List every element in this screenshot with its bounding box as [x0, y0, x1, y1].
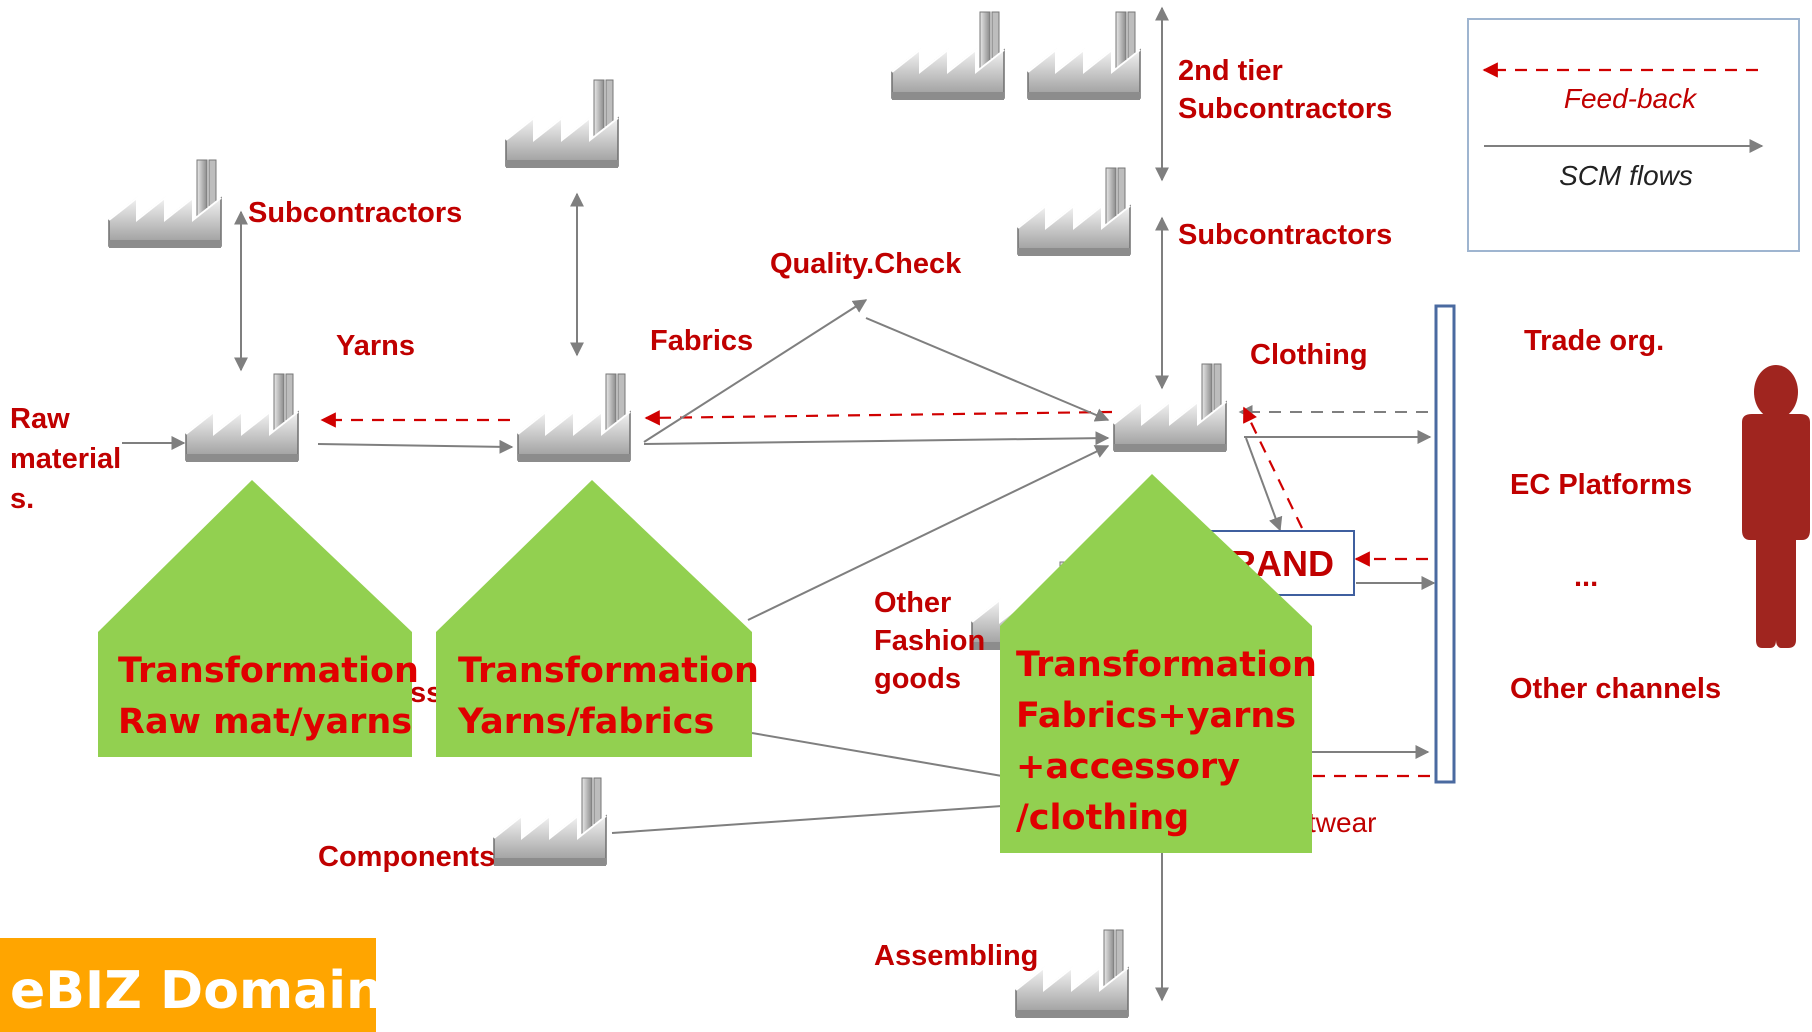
quality-check-label: Quality.Check [770, 248, 962, 280]
svg-text:Transformation Yarns/fab: Transformation Yarns/fabrics [457, 651, 771, 742]
assembling-label: Assembling [874, 940, 1038, 972]
legend: Feed-back SCM flows [1467, 18, 1800, 252]
transformation-house-2: Transformation Yarns/fabrics [436, 480, 771, 757]
factory-icon-subcontractors-right [1017, 167, 1131, 257]
legend-feedback-label: Feed-back [1564, 83, 1698, 114]
factory-icon-components [493, 777, 607, 867]
transformation-house-1: Transformation Raw mat/yarns [98, 480, 431, 757]
footwear-partial-label: twear [1308, 807, 1376, 838]
factory-icon-raw-material [185, 373, 299, 463]
trade-org-label: Trade org. [1524, 325, 1664, 357]
legend-box [1467, 18, 1800, 252]
svg-text:Transformation Raw mat/y: Transformation Raw mat/yarns [118, 651, 431, 742]
channel-bar [1434, 304, 1456, 784]
ellipsis-label: ... [1574, 561, 1598, 593]
factory-icon-subcontractors-mid [505, 79, 619, 169]
factory-icon-clothing [1113, 363, 1227, 453]
factory-icon-yarns [517, 373, 631, 463]
other-channels-label: Other channels [1510, 673, 1721, 705]
raw-material-label: Raw material s. [10, 403, 129, 515]
factory-icon-subcontractors-left [108, 159, 222, 249]
flow-lines [122, 6, 1436, 1002]
clothing-label: Clothing [1250, 339, 1368, 371]
domain-badge-label: eBIZ Domain [10, 961, 383, 1021]
fabrics-label: Fabrics [650, 325, 753, 357]
transformation-house-3: Transformation Fabrics+yarns +accessory … [1000, 474, 1329, 853]
legend-scm-label: SCM flows [1559, 160, 1693, 191]
other-fashion-label: Other Fashion goods [874, 587, 993, 695]
subcontractors-left-label: Subcontractors [248, 197, 462, 229]
yarns-label: Yarns [336, 330, 415, 362]
ec-platforms-label: EC Platforms [1510, 469, 1692, 501]
consumer-person-icon [1742, 365, 1810, 648]
domain-badge [0, 938, 376, 1032]
components-label: Components [318, 841, 495, 873]
factory-icon-second-tier-a [891, 11, 1005, 101]
second-tier-label: 2nd tier Subcontractors [1178, 55, 1392, 125]
subcontractors-right-label: Subcontractors [1178, 219, 1392, 251]
svg-text:Transformation Fabrics+y: Transformation Fabrics+yarns +accessory … [1016, 645, 1329, 838]
factory-icon-second-tier-b [1027, 11, 1141, 101]
